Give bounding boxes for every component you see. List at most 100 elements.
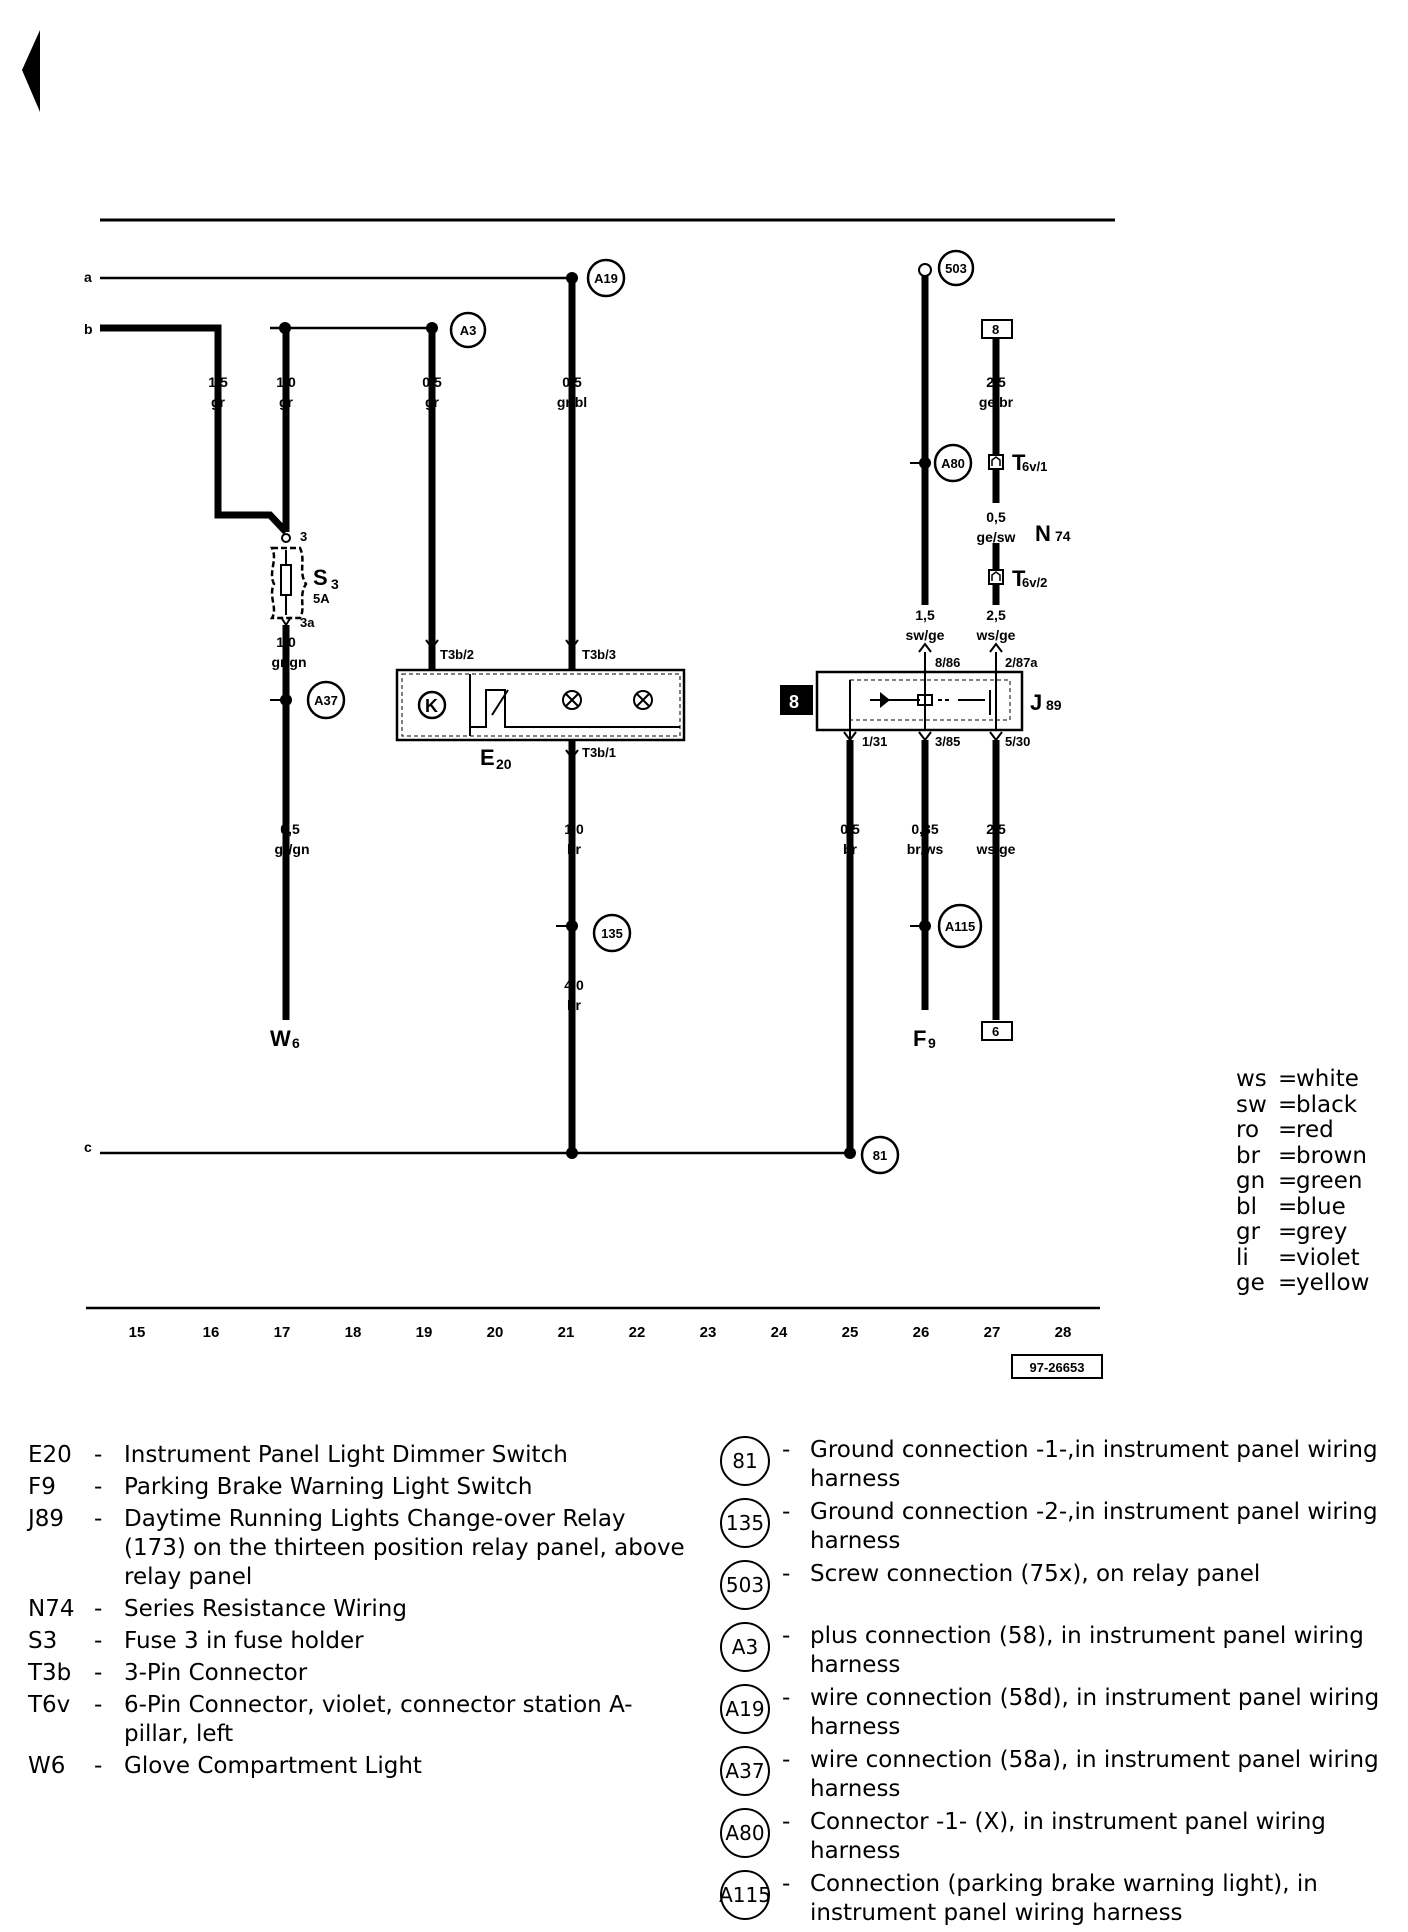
back-arrow-icon[interactable] xyxy=(22,30,40,112)
svg-text:A115: A115 xyxy=(945,919,975,934)
svg-text:6: 6 xyxy=(992,1024,999,1039)
connection-a3: A3 xyxy=(449,311,487,349)
legend-dash: - xyxy=(94,1753,103,1779)
legend-dash: - xyxy=(94,1596,103,1622)
diagram-id: 97-26653 xyxy=(1011,1354,1103,1379)
legend-code: F9 xyxy=(28,1474,56,1500)
legend-code: T6v xyxy=(28,1692,71,1718)
legend-dash: - xyxy=(782,1747,791,1773)
svg-text:gr/gn: gr/gn xyxy=(272,654,307,670)
svg-text:503: 503 xyxy=(945,261,967,276)
connection-badge: 503 xyxy=(720,1560,770,1610)
connection-badge: A115 xyxy=(719,1870,771,1920)
svg-text:1,0: 1,0 xyxy=(276,374,296,390)
svg-text:16: 16 xyxy=(203,1324,220,1341)
connection-135: 135 xyxy=(592,913,632,953)
wire-label-w2: 1,0 gr xyxy=(276,374,296,410)
svg-text:3: 3 xyxy=(300,529,307,544)
legend-dash: - xyxy=(782,1623,791,1649)
legend-item: N74-Series Resistance Wiring xyxy=(28,1595,688,1624)
legend-desc: Ground connection -1-,in instrument pane… xyxy=(810,1437,1378,1492)
svg-text:1,0: 1,0 xyxy=(564,821,584,837)
svg-text:18: 18 xyxy=(345,1324,362,1341)
svg-text:3: 3 xyxy=(331,576,339,592)
svg-text:gr/gn: gr/gn xyxy=(275,841,310,857)
connector-box-6: 6 xyxy=(981,1021,1013,1041)
svg-text:gr: gr xyxy=(425,394,440,410)
legend-item: A80-Connector -1- (X), in instrument pan… xyxy=(720,1808,1380,1870)
wire-label-w7: 1,0 br xyxy=(564,821,584,857)
legend-desc: 3-Pin Connector xyxy=(124,1660,308,1686)
color-key-row: br=brown xyxy=(1236,1142,1369,1170)
color-abbr: gr xyxy=(1236,1219,1261,1245)
legend-item: E20-Instrument Panel Light Dimmer Switch xyxy=(28,1441,688,1470)
connection-503: 503 xyxy=(937,249,975,287)
legend-dash: - xyxy=(782,1499,791,1525)
legend-desc: 6-Pin Connector, violet, connector stati… xyxy=(124,1692,633,1747)
svg-text:K: K xyxy=(425,696,438,716)
svg-text:23: 23 xyxy=(700,1324,717,1341)
color-abbr: sw xyxy=(1236,1091,1267,1118)
legend-dash: - xyxy=(94,1660,103,1686)
svg-text:20: 20 xyxy=(487,1324,504,1341)
svg-text:1/31: 1/31 xyxy=(862,734,887,749)
fuse-s3: 3 S 3 5A 3a xyxy=(269,529,339,630)
legend-code: E20 xyxy=(28,1442,72,1468)
svg-text:19: 19 xyxy=(416,1324,433,1341)
svg-text:S: S xyxy=(313,565,328,590)
svg-text:ge/br: ge/br xyxy=(979,394,1014,410)
legend-desc: Fuse 3 in fuse holder xyxy=(124,1628,364,1654)
svg-text:br: br xyxy=(567,841,582,857)
legend-dash: - xyxy=(782,1809,791,1835)
equals-sign: = xyxy=(1278,1270,1298,1296)
connection-badge: A80 xyxy=(720,1808,770,1858)
svg-text:gr: gr xyxy=(279,394,294,410)
svg-text:T3b/1: T3b/1 xyxy=(582,745,616,760)
wire-label-w1: 1,5gr xyxy=(208,374,228,410)
connection-81: 81 xyxy=(860,1135,900,1175)
color-name: red xyxy=(1296,1117,1334,1143)
svg-text:26: 26 xyxy=(913,1324,930,1341)
legend-dash: - xyxy=(94,1628,103,1654)
color-key-row: li=violet xyxy=(1236,1245,1369,1272)
color-abbr: bl xyxy=(1236,1193,1257,1220)
svg-text:a: a xyxy=(84,269,92,285)
wire-label-w9: 1,5sw/ge xyxy=(906,607,945,643)
wire-label-w6: 0,5gr/gn xyxy=(275,821,310,857)
legend-dash: - xyxy=(94,1692,103,1718)
svg-text:25: 25 xyxy=(842,1324,859,1341)
svg-text:8/86: 8/86 xyxy=(935,655,960,670)
svg-text:2,5: 2,5 xyxy=(986,821,1006,837)
equals-sign: = xyxy=(1278,1142,1298,1169)
color-abbr: ro xyxy=(1236,1117,1260,1143)
svg-text:9: 9 xyxy=(928,1035,936,1051)
legend-desc: plus connection (58), in instrument pane… xyxy=(810,1623,1364,1678)
svg-text:ws/ge: ws/ge xyxy=(976,627,1016,643)
wire-label-w5: 1,0gr/gn xyxy=(272,634,307,670)
svg-text:97-26653: 97-26653 xyxy=(1030,1360,1085,1375)
legend-desc: Connector -1- (X), in instrument panel w… xyxy=(810,1809,1326,1864)
connection-badge: A19 xyxy=(720,1684,770,1734)
svg-text:0,5: 0,5 xyxy=(562,374,582,390)
svg-text:24: 24 xyxy=(771,1324,788,1341)
svg-text:2,5: 2,5 xyxy=(986,374,1006,390)
svg-text:3a: 3a xyxy=(300,615,315,630)
legend-item: A19-wire connection (58d), in instrument… xyxy=(720,1684,1380,1746)
component-legend: E20-Instrument Panel Light Dimmer Switch… xyxy=(28,1441,688,1784)
legend-item: W6-Glove Compartment Light xyxy=(28,1752,688,1781)
color-abbr: gn xyxy=(1236,1168,1266,1194)
color-name: grey xyxy=(1296,1219,1348,1245)
legend-item: T6v-6-Pin Connector, violet, connector s… xyxy=(28,1691,688,1749)
svg-text:17: 17 xyxy=(274,1324,291,1341)
legend-item: S3-Fuse 3 in fuse holder xyxy=(28,1627,688,1656)
svg-text:c: c xyxy=(84,1139,92,1155)
svg-text:A19: A19 xyxy=(594,271,618,286)
color-key-row: bl=blue xyxy=(1236,1193,1369,1221)
color-name: yellow xyxy=(1296,1270,1370,1296)
svg-text:6: 6 xyxy=(292,1035,300,1051)
legend-item: 503-Screw connection (75x), on relay pan… xyxy=(720,1560,1380,1622)
svg-text:J: J xyxy=(1030,690,1042,715)
svg-text:N: N xyxy=(1035,521,1051,546)
rail-c: c xyxy=(84,1139,850,1155)
